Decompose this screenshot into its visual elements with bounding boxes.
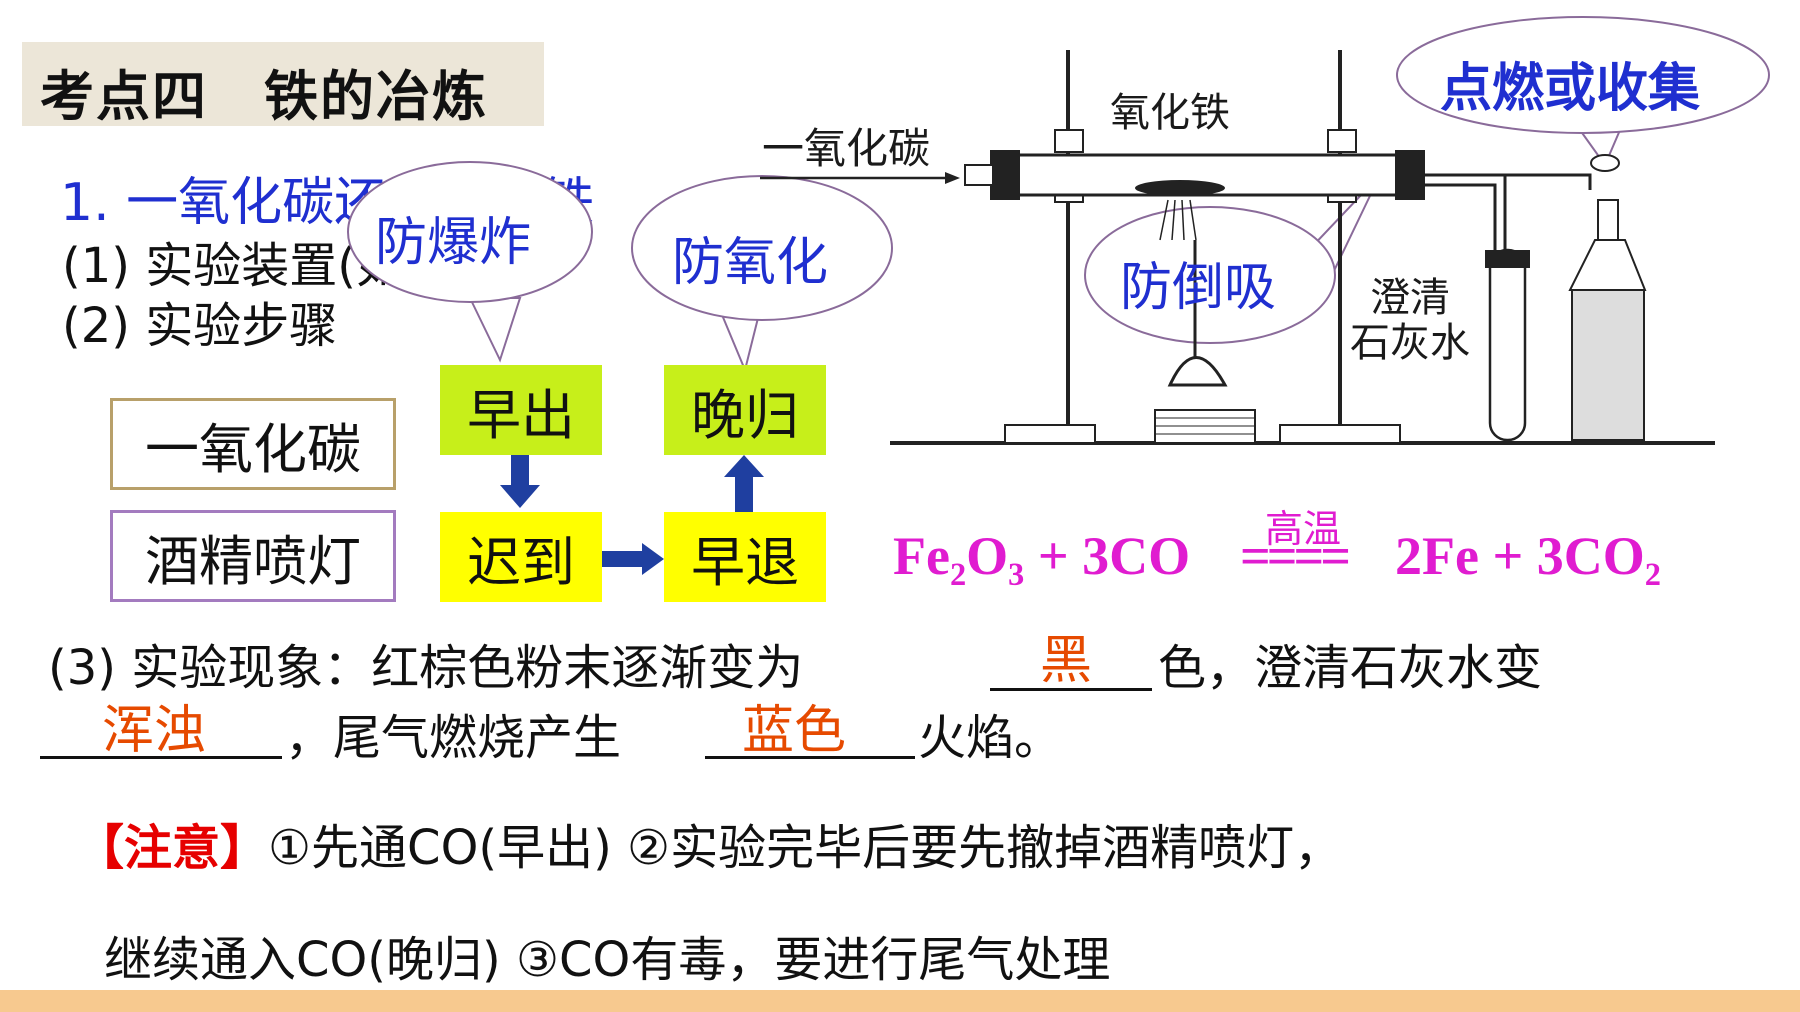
bubble-ignite (1396, 16, 1770, 168)
flow-lamp-box: 酒精喷灯 (110, 510, 396, 602)
label-iron-oxide: 氧化铁 (1110, 90, 1230, 135)
label-co-inlet: 一氧化碳 (762, 127, 931, 173)
equation-sign: ==== (1240, 526, 1351, 586)
bottom-bar (0, 990, 1800, 1012)
bubble-oxidation-text: 防氧化 (672, 233, 829, 293)
equation-right: 2Fe + 3CO₂ (1395, 526, 1661, 586)
flow-co-box: 一氧化碳 (110, 398, 396, 490)
step-procedure: (2) 实验步骤 (62, 298, 338, 354)
page-title: 考点四 铁的冶炼 (40, 65, 488, 128)
blank-2-line (40, 756, 282, 759)
flow-early-out: 早出 (440, 365, 602, 455)
blank-3-answer: 蓝色 (742, 701, 847, 761)
flow-early-leave: 早退 (664, 512, 826, 602)
flow-late-arrive: 迟到 (440, 512, 602, 602)
phenomenon-mid2: ，尾气燃烧产生 (285, 710, 622, 766)
title-background (22, 42, 544, 126)
blank-3-line (705, 756, 915, 759)
label-limewater-2: 石灰水 (1350, 320, 1470, 365)
bubble-explosion (347, 161, 593, 363)
note-line-1: 【注意】①先通CO(早出) ②实验完毕后要先撤掉酒精喷灯， (76, 808, 1342, 878)
blank-1-answer: 黑 (1040, 631, 1093, 691)
phenomenon-suffix: 火焰。 (918, 710, 1063, 766)
equation-condition: 高温 (1265, 509, 1342, 551)
note-line-2: 继续通入CO(晚归) ③CO有毒，要进行尾气处理 (104, 932, 1111, 988)
flow-late-back: 晚归 (664, 365, 826, 455)
blank-1-line (990, 688, 1152, 691)
phenomenon-prefix: (3) 实验现象：红棕色粉末逐渐变为 (48, 640, 804, 696)
phenomenon-mid1: 色，澄清石灰水变 (1158, 640, 1543, 696)
bubble-oxidation (631, 175, 893, 374)
label-limewater-1: 澄清 (1370, 275, 1450, 320)
bubble-backflow-text: 防倒吸 (1120, 258, 1277, 318)
note-label: 【注意】 (76, 820, 269, 876)
bubble-explosion-text: 防爆炸 (375, 213, 532, 273)
bubble-backflow (1084, 174, 1381, 344)
note-line1-text: ①先通CO(早出) ②实验完毕后要先撤掉酒精喷灯， (268, 820, 1343, 876)
blank-2-answer: 浑浊 (102, 701, 207, 761)
equation-left: Fe₂O₃ + 3CO (893, 526, 1191, 586)
bubble-ignite-text: 点燃或收集 (1440, 59, 1701, 119)
